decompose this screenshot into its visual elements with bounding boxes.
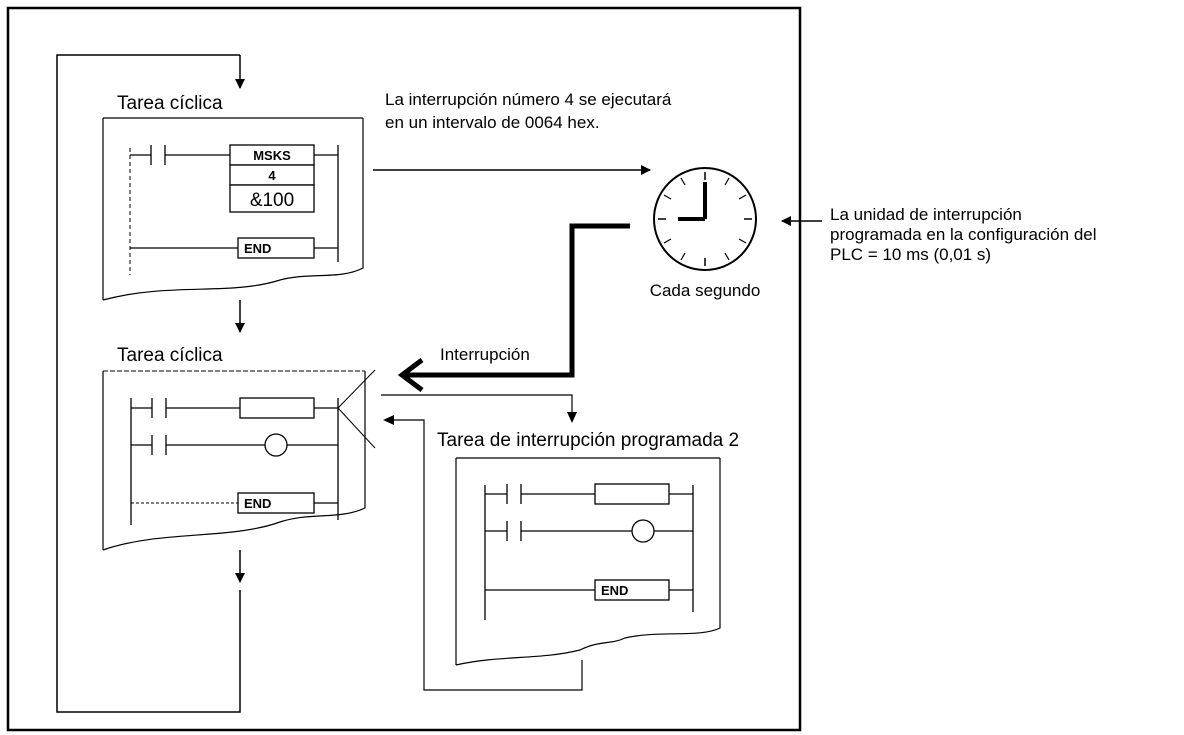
interrupt-arrowhead xyxy=(397,358,424,392)
interrupt-note-line2: en un intervalo de 0064 hex. xyxy=(385,113,600,132)
interruption-label: Interrupción xyxy=(440,345,530,364)
return-line xyxy=(390,419,583,691)
msks-operand-1: 4 xyxy=(268,168,276,183)
ladder-block-3 xyxy=(455,457,721,666)
ladder-block-2 xyxy=(102,369,376,551)
msks-instruction: MSKS xyxy=(253,148,291,163)
msks-operand-2: &100 xyxy=(250,190,294,211)
scheduled-task-label: Tarea de interrupción programada 2 xyxy=(437,430,739,451)
cyclic-task-1-label: Tarea cíclica xyxy=(117,93,223,114)
ladder-block-1 xyxy=(102,117,364,301)
cyclic-task-2-label: Tarea cíclica xyxy=(117,345,223,366)
clock-icon xyxy=(653,167,757,271)
return-arrowhead xyxy=(383,415,394,425)
to-scheduled-task-line xyxy=(381,394,573,416)
unit-note-line1: La unidad de interrupción xyxy=(830,205,1022,224)
cycle-loop-line xyxy=(56,54,241,713)
end-label-2: END xyxy=(244,496,271,511)
unit-note-line3: PLC = 10 ms (0,01 s) xyxy=(830,245,991,264)
interrupt-thick-arrow xyxy=(405,223,630,378)
every-second-label: Cada segundo xyxy=(650,281,761,300)
outer-frame xyxy=(6,6,802,732)
interrupt-note-line1: La interrupción número 4 se ejecutará xyxy=(385,90,672,109)
unit-note-line2: programada en la configuración del xyxy=(830,225,1097,244)
end-label-3: END xyxy=(601,583,628,598)
end-label-1: END xyxy=(244,241,271,256)
to-scheduled-task-arrowhead xyxy=(567,412,577,423)
